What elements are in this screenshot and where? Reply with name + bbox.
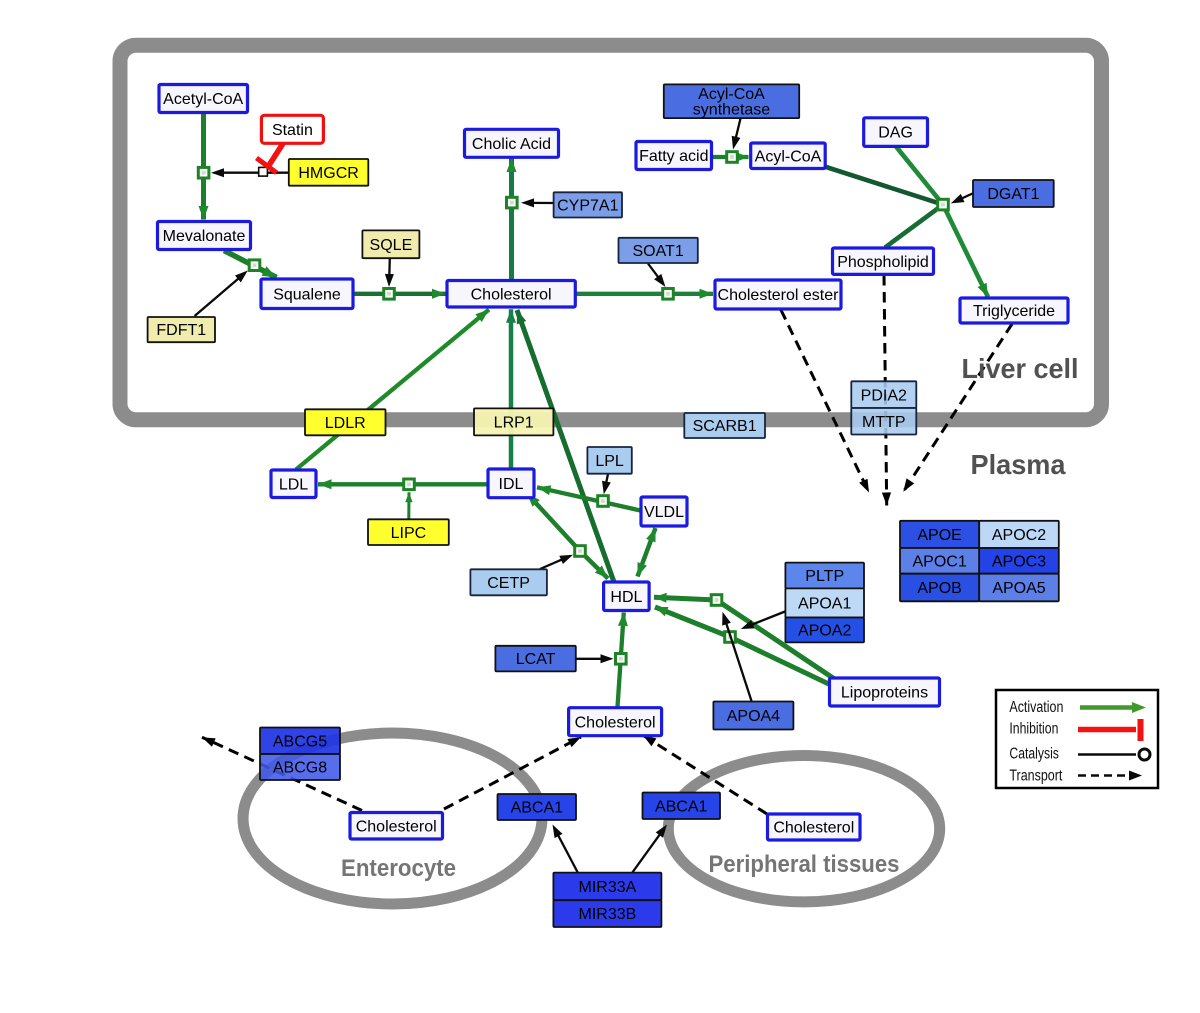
svg-text:Plasma: Plasma [971, 449, 1066, 480]
svg-text:CETP: CETP [487, 575, 530, 592]
svg-text:ABCA1: ABCA1 [655, 798, 708, 815]
svg-text:LPL: LPL [595, 453, 624, 470]
svg-text:DAG: DAG [878, 125, 913, 142]
svg-text:MIR33A: MIR33A [579, 879, 637, 896]
svg-text:IDL: IDL [499, 476, 524, 493]
svg-text:APOC1: APOC1 [912, 554, 966, 571]
svg-text:HMGCR: HMGCR [298, 165, 358, 182]
svg-text:APOC3: APOC3 [992, 554, 1046, 571]
svg-text:Acyl-CoA: Acyl-CoA [755, 148, 822, 165]
svg-text:Cholic Acid: Cholic Acid [472, 136, 551, 153]
svg-text:Phospholipid: Phospholipid [837, 254, 929, 271]
svg-text:Lipoproteins: Lipoproteins [841, 685, 928, 702]
svg-text:APOE: APOE [917, 527, 961, 544]
svg-text:LIPC: LIPC [391, 525, 427, 542]
svg-text:MIR33B: MIR33B [579, 906, 637, 923]
svg-text:APOC2: APOC2 [992, 527, 1046, 544]
svg-text:Triglyceride: Triglyceride [973, 303, 1055, 320]
svg-text:Cholesterol ester: Cholesterol ester [718, 287, 840, 304]
svg-text:MTTP: MTTP [862, 414, 906, 431]
svg-text:FDFT1: FDFT1 [156, 322, 206, 339]
svg-text:Catalysis: Catalysis [1009, 745, 1059, 762]
svg-text:PLTP: PLTP [805, 568, 844, 585]
svg-text:DGAT1: DGAT1 [987, 186, 1039, 203]
svg-text:SQLE: SQLE [370, 237, 413, 254]
svg-text:Peripheral tissues: Peripheral tissues [709, 851, 900, 878]
svg-text:Mevalonate: Mevalonate [163, 228, 246, 245]
svg-text:Squalene: Squalene [273, 286, 341, 303]
svg-text:APOA2: APOA2 [798, 623, 851, 640]
svg-text:Acyl-CoA: Acyl-CoA [698, 86, 765, 103]
svg-text:Cholesterol: Cholesterol [773, 820, 854, 837]
svg-text:PDIA2: PDIA2 [861, 387, 907, 404]
svg-text:ABCA1: ABCA1 [511, 800, 564, 817]
svg-text:VLDL: VLDL [644, 504, 684, 521]
svg-text:LDLR: LDLR [325, 415, 366, 432]
svg-text:synthetase: synthetase [693, 102, 770, 119]
svg-text:LCAT: LCAT [516, 651, 556, 668]
svg-text:Fatty acid: Fatty acid [639, 148, 708, 165]
svg-text:Statin: Statin [272, 122, 313, 139]
svg-text:ABCG5: ABCG5 [273, 733, 327, 750]
svg-text:LDL: LDL [279, 476, 308, 493]
svg-text:APOA1: APOA1 [798, 596, 851, 613]
svg-text:SOAT1: SOAT1 [632, 243, 683, 260]
svg-text:LRP1: LRP1 [494, 415, 534, 432]
svg-text:SCARB1: SCARB1 [693, 418, 757, 435]
svg-text:Enterocyte: Enterocyte [341, 855, 456, 882]
svg-text:Cholesterol: Cholesterol [471, 286, 552, 303]
svg-text:ABCG8: ABCG8 [273, 760, 327, 777]
svg-text:HDL: HDL [610, 589, 642, 606]
svg-text:Transport: Transport [1009, 767, 1063, 784]
svg-text:CYP7A1: CYP7A1 [557, 198, 618, 215]
svg-text:Cholesterol: Cholesterol [356, 818, 437, 835]
svg-text:APOA4: APOA4 [727, 708, 780, 725]
svg-text:Cholesterol: Cholesterol [575, 714, 656, 731]
svg-text:APOA5: APOA5 [992, 580, 1045, 597]
svg-text:Acetyl-CoA: Acetyl-CoA [163, 91, 243, 108]
svg-text:APOB: APOB [917, 580, 961, 597]
svg-text:Activation: Activation [1009, 699, 1063, 716]
svg-text:Inhibition: Inhibition [1009, 721, 1058, 738]
svg-text:Liver cell: Liver cell [962, 353, 1079, 384]
